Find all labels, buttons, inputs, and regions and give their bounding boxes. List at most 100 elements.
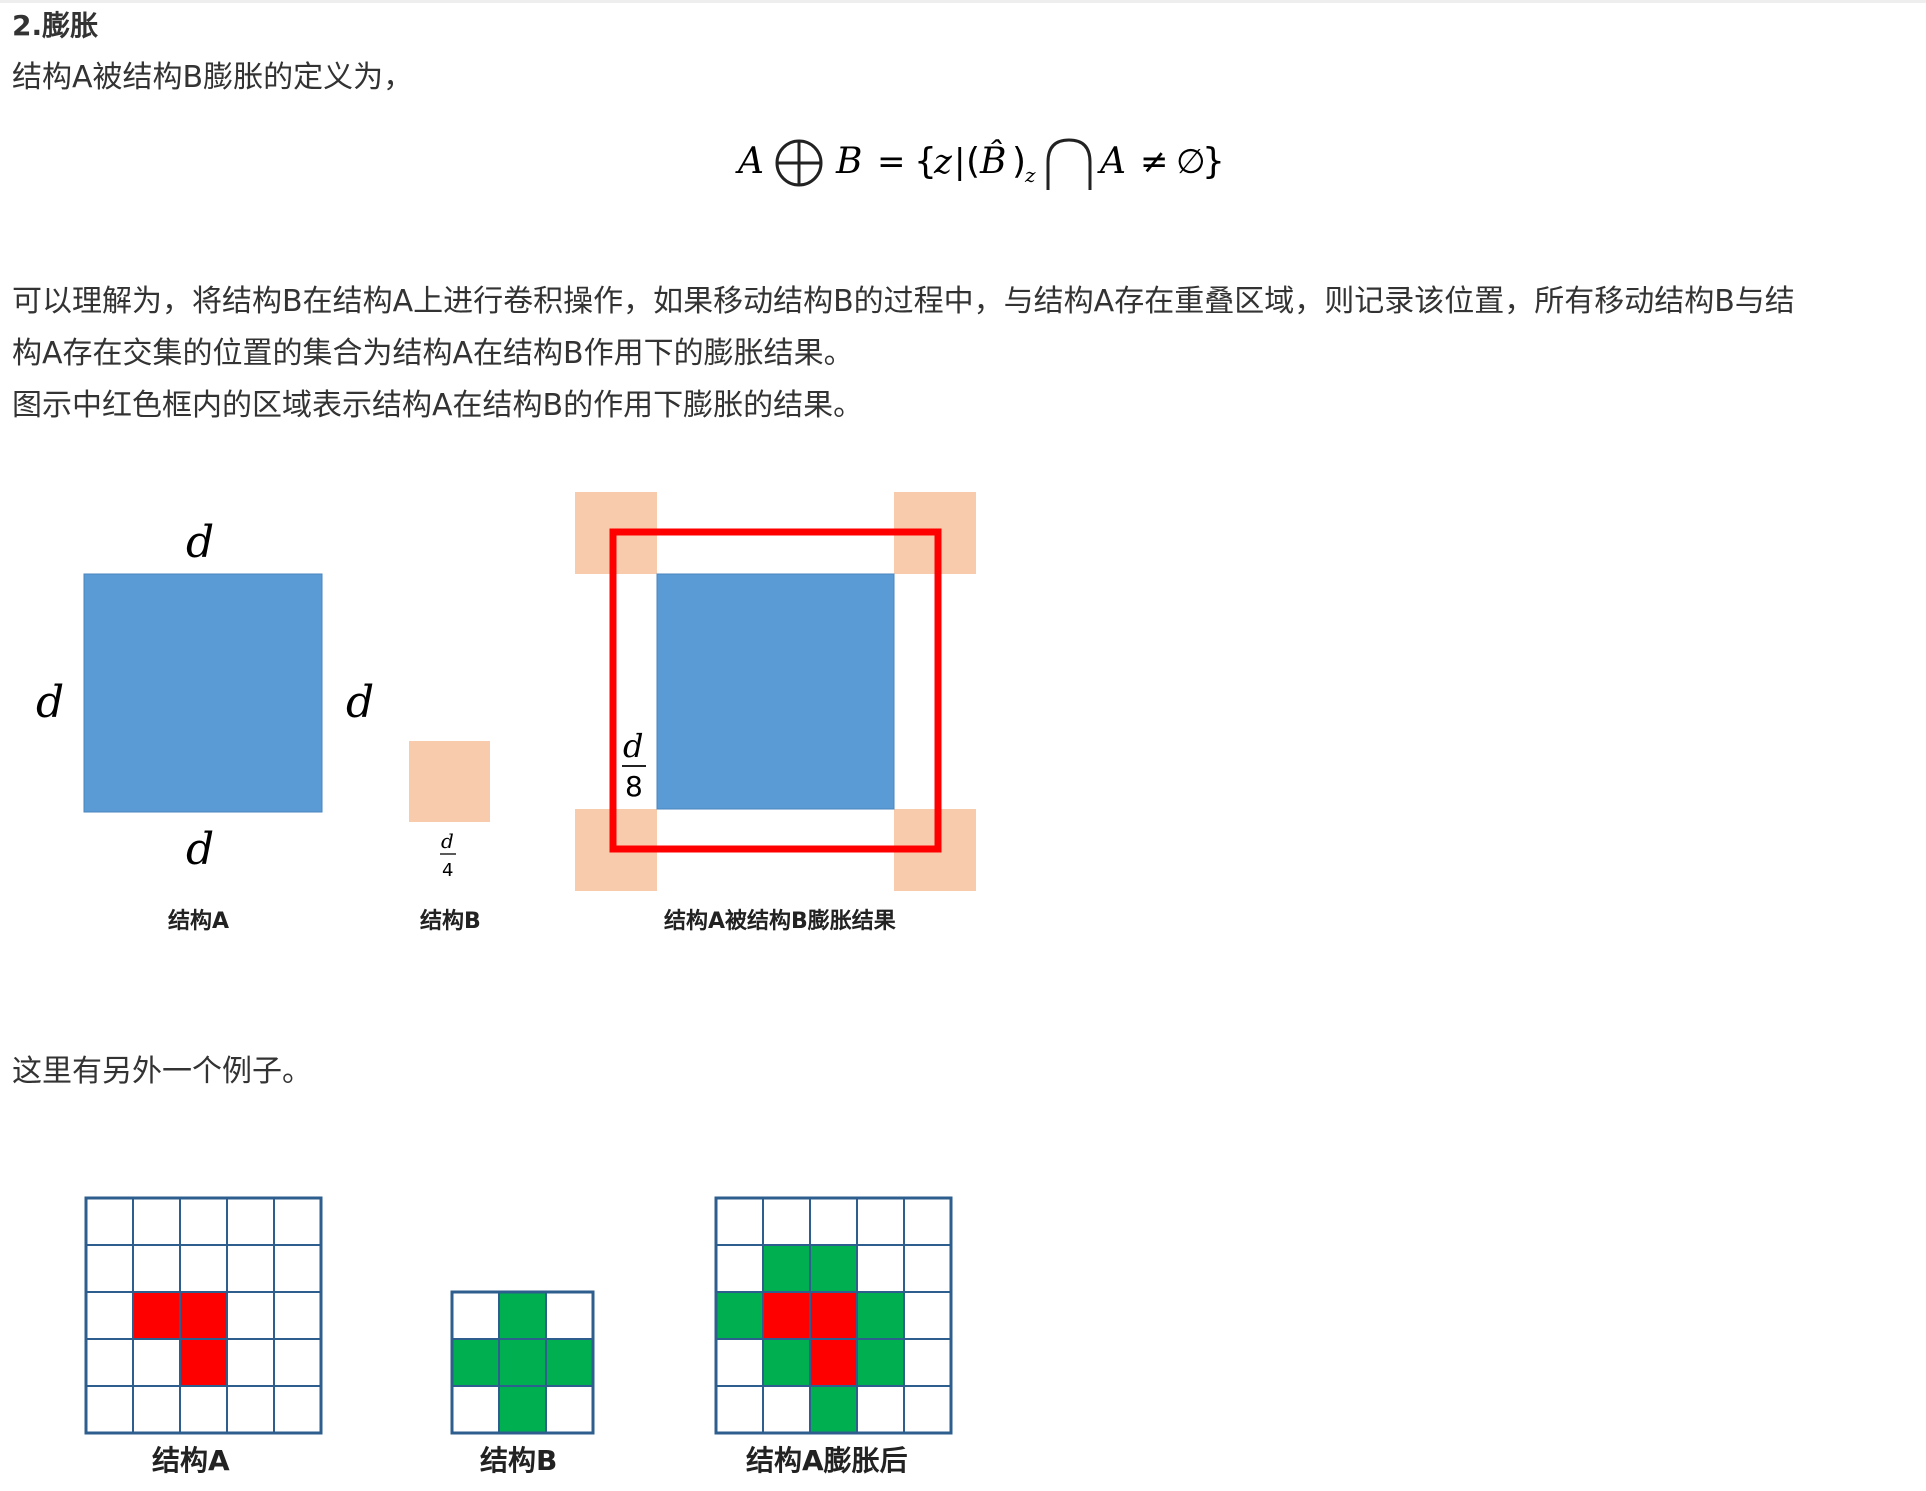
grid-caption-a: 结构A (152, 1444, 230, 1477)
figure-dilation-squares: d d d d 结构A d 4 结构B d 8 结构A被结构B膨胀结果 (36, 492, 976, 934)
grid-cell-empty (85, 1291, 134, 1340)
grid-cell-empty (545, 1291, 594, 1340)
grid-cell-empty (226, 1385, 275, 1434)
figure-grid-dilation: 结构A 结构B 结构A膨胀后 (84, 1196, 953, 1477)
grid-cell-empty (809, 1197, 858, 1246)
grid-caption-b: 结构B (480, 1444, 557, 1477)
label-b-frac-den: 4 (442, 860, 453, 881)
grid-cell-empty (273, 1244, 322, 1293)
structure-a-square (83, 573, 323, 813)
grid-cell-dilation (498, 1385, 547, 1434)
grid-cell-empty (715, 1197, 764, 1246)
grid-cell-structure-a (179, 1291, 228, 1340)
grid-cell-dilation (498, 1338, 547, 1387)
grid-cell-empty (903, 1385, 952, 1434)
dilation-formula: A B = { z | ( B̂ ) z A ≠ ∅ } (735, 138, 1225, 190)
grid-cell-empty (903, 1244, 952, 1293)
formula-equals: = (877, 142, 906, 182)
grid-caption-result: 结构A膨胀后 (746, 1444, 908, 1477)
grid-cell-empty (179, 1385, 228, 1434)
grid-cell-empty (856, 1244, 905, 1293)
formula-empty-set: ∅ (1176, 142, 1206, 182)
grid-cell-dilation (545, 1338, 594, 1387)
grid-cell-dilation (762, 1244, 811, 1293)
grid-cell-structure-a (132, 1291, 181, 1340)
grid-cell-empty (451, 1385, 500, 1434)
caption-structure-a: 结构A (168, 908, 229, 934)
grid-cell-dilation (856, 1291, 905, 1340)
grid-cell-dilation (715, 1291, 764, 1340)
grid-cell-empty (132, 1338, 181, 1387)
grid-cell-empty (715, 1244, 764, 1293)
grid-cell-structure-a (809, 1291, 858, 1340)
grid-cell-empty (179, 1244, 228, 1293)
grid-structure-result (714, 1196, 953, 1435)
top-divider (0, 0, 1926, 3)
another-example-text: 这里有另外一个例子。 (12, 1054, 312, 1089)
label-d-right: d (346, 677, 374, 728)
grid-cell-empty (179, 1197, 228, 1246)
grid-cell-dilation (762, 1338, 811, 1387)
label-d-left: d (36, 677, 64, 728)
cap-symbol (1046, 138, 1092, 190)
grid-cell-structure-a (762, 1291, 811, 1340)
intro-text: 结构A被结构B膨胀的定义为， (12, 60, 414, 95)
grid-cell-empty (226, 1244, 275, 1293)
grid-cell-empty (903, 1291, 952, 1340)
oplus-symbol (775, 139, 823, 187)
caption-result: 结构A被结构B膨胀结果 (664, 908, 896, 934)
grid-cell-empty (856, 1385, 905, 1434)
grid-cell-empty (762, 1197, 811, 1246)
grid-cell-empty (856, 1197, 905, 1246)
grid-structure-b (450, 1290, 595, 1435)
caption-structure-b: 结构B (420, 908, 481, 934)
grid-cell-empty (226, 1291, 275, 1340)
grid-cell-dilation (451, 1338, 500, 1387)
formula-rparen: ) (1012, 141, 1026, 182)
grid-cell-empty (273, 1197, 322, 1246)
section-heading: 2.膨胀 (12, 9, 99, 42)
formula-open-brace: { (914, 141, 937, 182)
grid-cell-empty (85, 1244, 134, 1293)
grid-cell-empty (226, 1197, 275, 1246)
formula-z: z (933, 142, 953, 182)
grid-cell-empty (762, 1385, 811, 1434)
formula-neq: ≠ (1140, 142, 1169, 182)
grid-outer-border (714, 1196, 953, 1435)
grid-cell-dilation (809, 1385, 858, 1434)
label-result-frac-den: 8 (625, 770, 643, 803)
grid-structure-a (84, 1196, 323, 1435)
dilation-red-frame (609, 528, 942, 853)
grid-cell-empty (132, 1197, 181, 1246)
grid-cell-structure-a (179, 1338, 228, 1387)
explain-line-2: 构A存在交集的位置的集合为结构A在结构B作用下的膨胀结果。 (12, 336, 854, 371)
grid-cell-empty (85, 1385, 134, 1434)
formula-lparen: ( (966, 141, 980, 182)
structure-b-square (409, 741, 490, 822)
formula-subscript-z: z (1024, 163, 1036, 187)
grid-cell-empty (85, 1338, 134, 1387)
grid-cell-dilation (856, 1338, 905, 1387)
grid-outer-border (450, 1290, 595, 1435)
grid-cell-empty (85, 1197, 134, 1246)
explain-line-3: 图示中红色框内的区域表示结构A在结构B的作用下膨胀的结果。 (12, 388, 864, 423)
formula-b: B (835, 141, 862, 182)
grid-cell-empty (545, 1385, 594, 1434)
formula-a2: A (1097, 141, 1126, 182)
grid-outer-border (84, 1196, 323, 1435)
formula-bar: | (954, 142, 965, 182)
formula-a: A (735, 141, 764, 182)
label-d-bottom: d (186, 824, 214, 875)
label-d-top: d (186, 517, 214, 568)
explain-line-1: 可以理解为，将结构B在结构A上进行卷积操作，如果移动结构B的过程中，与结构A存在… (12, 284, 1795, 319)
formula-b-hat: B̂ (979, 139, 1006, 182)
grid-cell-empty (903, 1197, 952, 1246)
grid-cell-empty (715, 1385, 764, 1434)
grid-cell-empty (132, 1244, 181, 1293)
grid-cell-empty (226, 1338, 275, 1387)
label-b-frac-num: d (441, 829, 454, 853)
grid-cell-empty (451, 1291, 500, 1340)
formula-close-brace: } (1202, 141, 1225, 182)
grid-cell-empty (132, 1385, 181, 1434)
result-blue-square (656, 573, 895, 810)
